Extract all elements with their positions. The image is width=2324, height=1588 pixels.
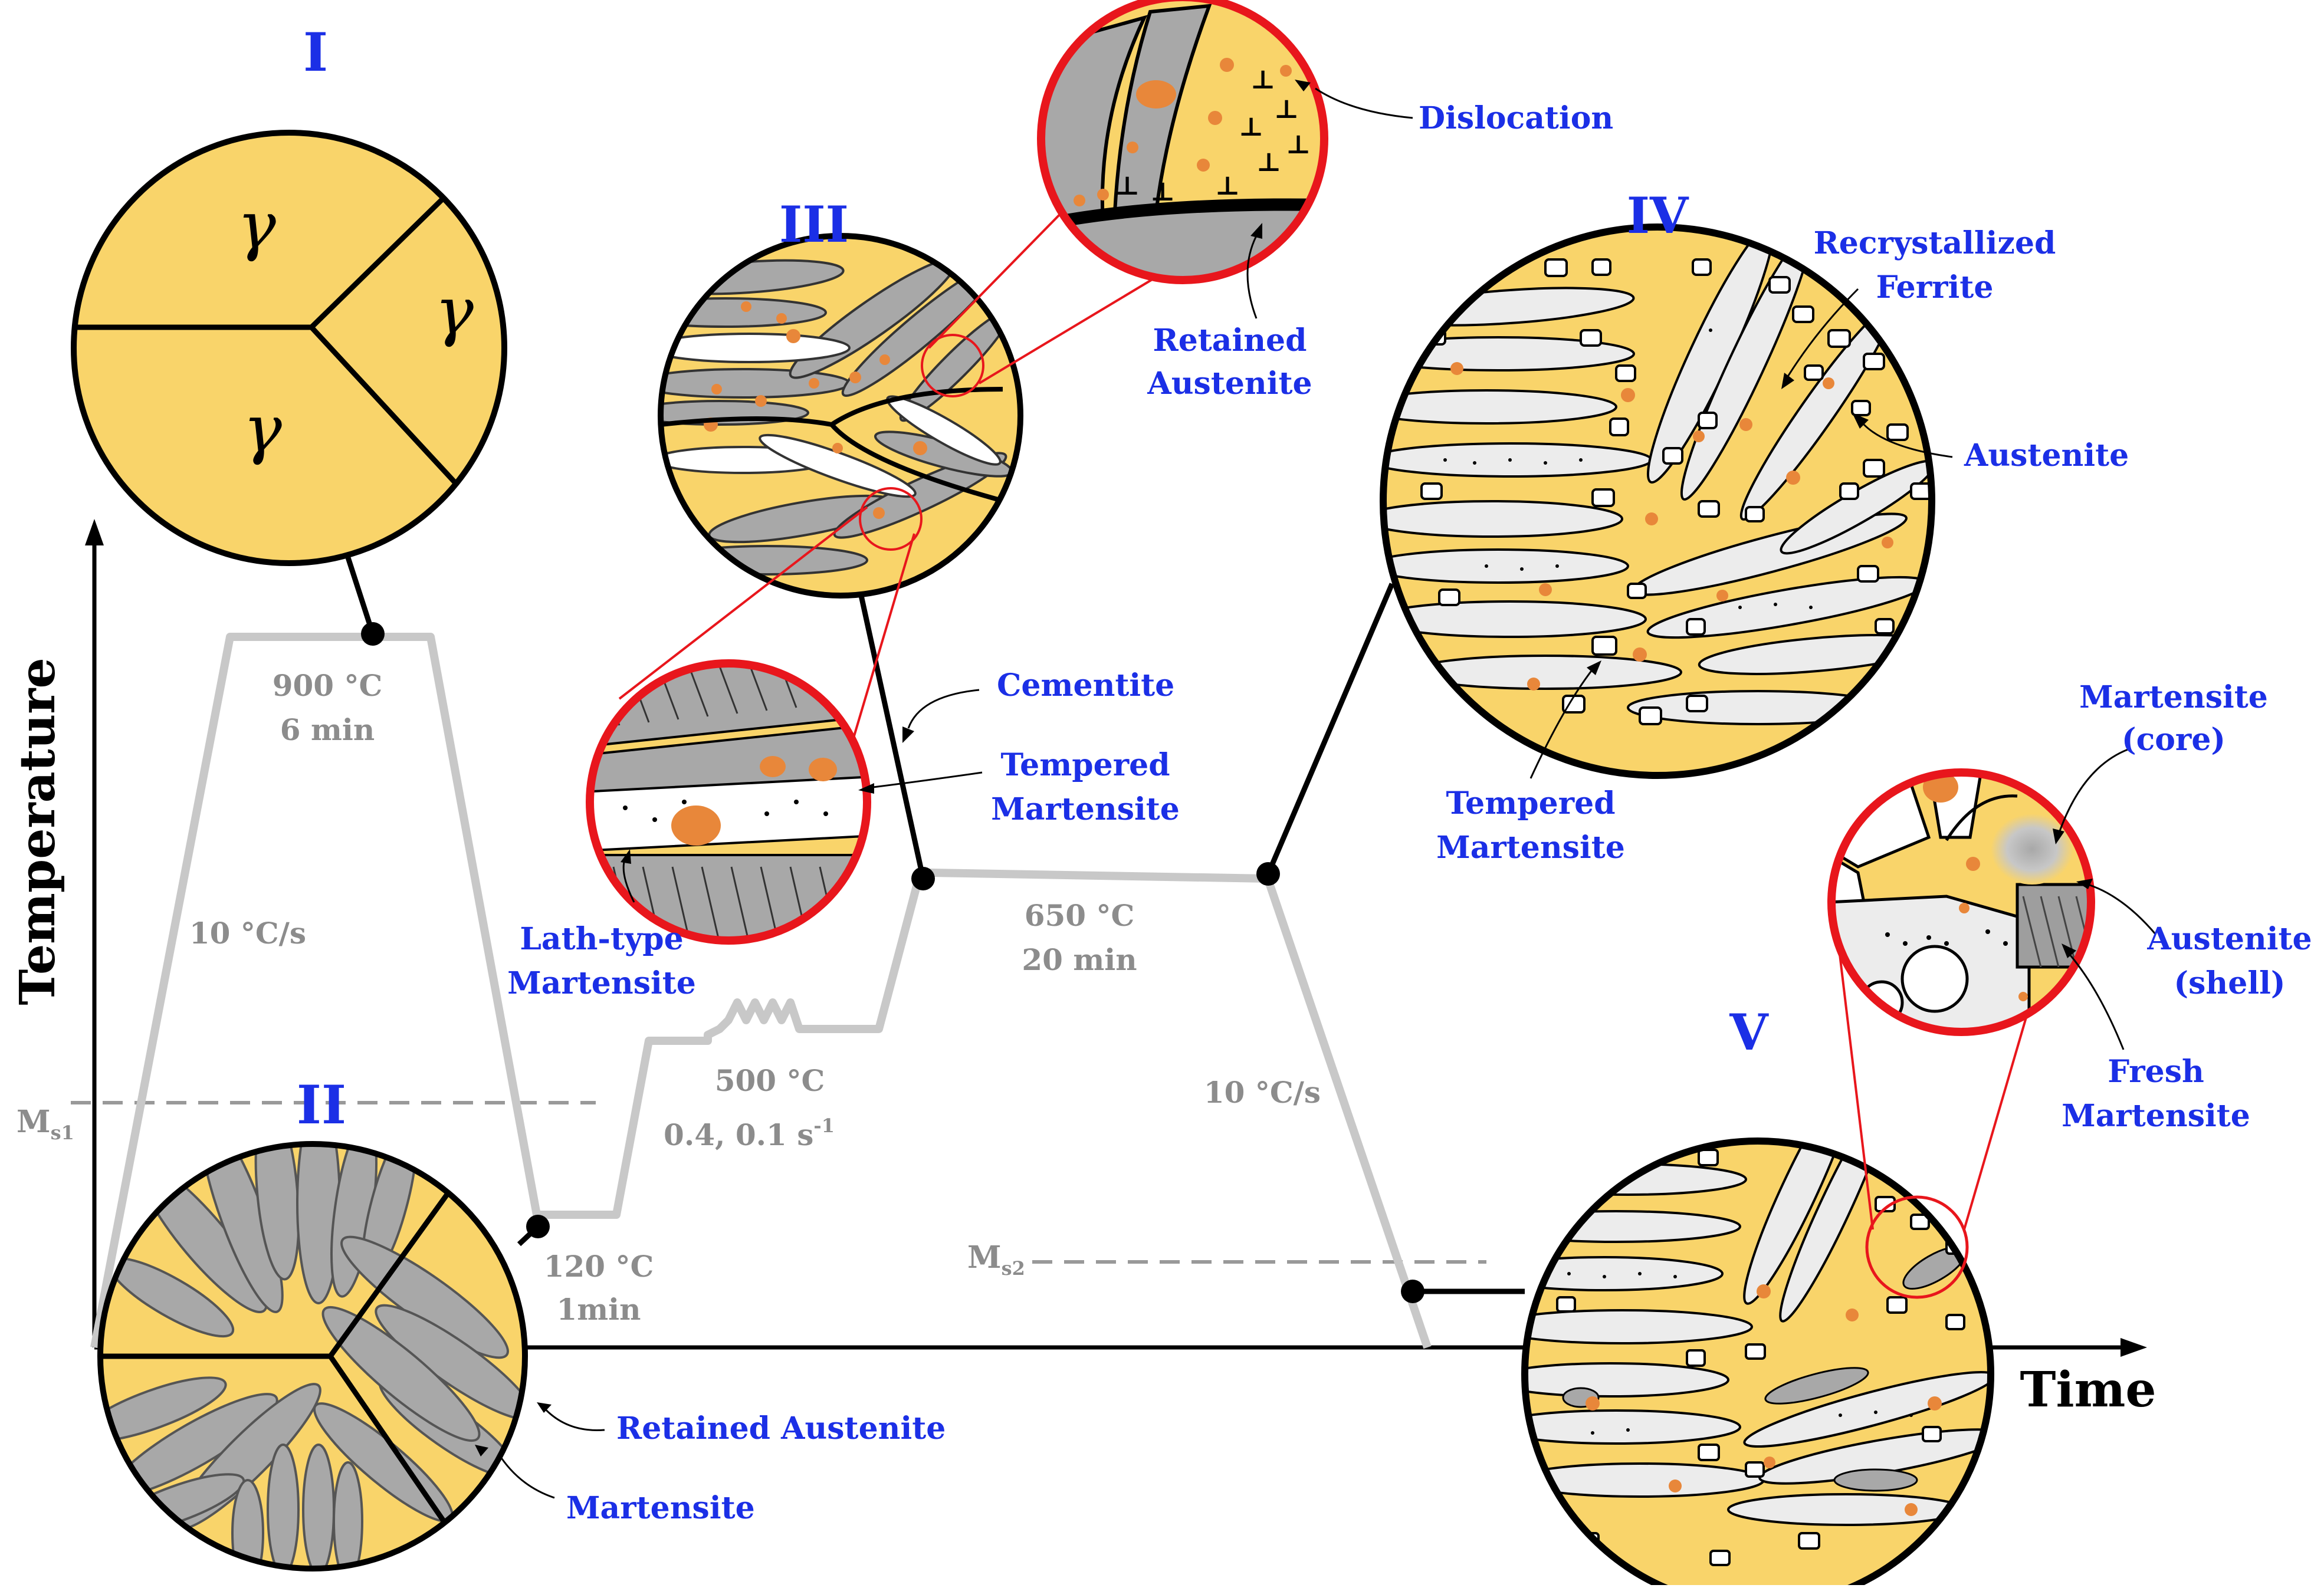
- ms-lines: Ms1 Ms2: [17, 1101, 1486, 1280]
- zoom-lines-III: [618, 188, 1305, 752]
- temper-time: 20 min: [1022, 942, 1137, 977]
- y-axis-label: Temperature: [9, 657, 66, 1005]
- svg-text:⊥: ⊥: [1274, 94, 1299, 124]
- fresh-martensite-line1: Fresh: [2108, 1054, 2204, 1090]
- x-axis-arrow: [2121, 1338, 2147, 1357]
- dislocation-label: Dislocation: [1419, 100, 1613, 136]
- gamma-1: γ: [237, 188, 276, 263]
- point-I: [361, 622, 385, 646]
- stage-I-title: I: [303, 21, 328, 84]
- point-III: [911, 867, 935, 890]
- stage-I-circle: γ γ γ: [71, 130, 507, 566]
- tempered-martensite-line1: Tempered: [1000, 747, 1170, 783]
- stage-V-callouts: Martensite (core) Austenite (shell) Fres…: [2053, 679, 2312, 1134]
- svg-text:⊥: ⊥: [1250, 65, 1275, 95]
- ms2-label: Ms2: [967, 1240, 1025, 1280]
- stage-III-zoom-cementite: [586, 659, 871, 945]
- austenite-shell-line1: Austenite: [2146, 921, 2312, 957]
- tempered-iv-line2: Martensite: [1436, 830, 1625, 866]
- stage-V-title: V: [1729, 1003, 1769, 1061]
- gamma-3: γ: [243, 391, 282, 466]
- tempered-martensite-line2: Martensite: [991, 791, 1180, 827]
- austenite-iv-label: Austenite: [1964, 438, 2129, 474]
- svg-text:⊥: ⊥: [1239, 112, 1263, 142]
- gamma-2: γ: [435, 273, 474, 348]
- stage-III-callouts: Dislocation Retained Austenite Cementite…: [507, 80, 1613, 1001]
- cementite-label: Cementite: [997, 668, 1174, 703]
- stage-IV-callouts: Recrystallized Ferrite Austenite Tempere…: [1436, 225, 2129, 866]
- heating-rate: 10 °C/s: [189, 916, 306, 951]
- stage-V-circle: [1521, 1137, 1994, 1588]
- ms1-label: Ms1: [17, 1104, 74, 1144]
- svg-text:⊥: ⊥: [1115, 171, 1140, 201]
- stage-IV-circle: [1380, 223, 1935, 779]
- tempered-iv-line1: Tempered: [1446, 785, 1615, 821]
- stage-II-title: II: [297, 1074, 346, 1136]
- x-axis-label: Time: [2020, 1362, 2156, 1418]
- quench-time: 1min: [556, 1292, 641, 1327]
- austenitize-time: 6 min: [280, 712, 375, 747]
- retained-austenite-line1: Retained: [1153, 323, 1307, 359]
- recrystallized-line1: Recrystallized: [1814, 225, 2056, 261]
- stage-III-zoom-dislocation: ⊥⊥⊥ ⊥⊥⊥ ⊥⊥: [1037, 0, 1328, 284]
- stage-II-circle: [97, 1141, 528, 1571]
- point-V: [1401, 1280, 1424, 1303]
- lath-type-line1: Lath-type: [520, 921, 683, 957]
- martensite-ii-label: Martensite: [566, 1490, 755, 1526]
- process-labels: 900 °C 6 min 10 °C/s 120 °C 1min 500 °C …: [189, 668, 1321, 1327]
- martensite-core-line2: (core): [2122, 722, 2225, 758]
- stage-V-zoom: [1827, 768, 2095, 1036]
- fresh-martensite-line2: Martensite: [2062, 1098, 2250, 1134]
- lath-type-line2: Martensite: [507, 965, 696, 1001]
- connectors: [342, 547, 1525, 1303]
- cooling-rate: 10 °C/s: [1204, 1075, 1321, 1110]
- y-axis-arrow: [85, 519, 104, 545]
- deform-params: 0.4, 0.1 s-1: [664, 1114, 835, 1152]
- austenite-shell-line2: (shell): [2174, 965, 2286, 1001]
- recrystallized-line2: Ferrite: [1876, 269, 1994, 305]
- stage-IV-title: IV: [1627, 186, 1689, 245]
- svg-text:⊥: ⊥: [1150, 177, 1175, 207]
- martensite-core-line1: Martensite: [2079, 679, 2268, 715]
- point-IV: [1256, 862, 1280, 886]
- austenitize-temp: 900 °C: [273, 668, 383, 703]
- svg-text:⊥: ⊥: [1256, 147, 1281, 177]
- point-II: [526, 1215, 550, 1238]
- quench-temp: 120 °C: [544, 1249, 654, 1284]
- retained-austenite-line2: Austenite: [1147, 366, 1312, 402]
- stage-III-title: III: [779, 195, 849, 254]
- stage-II-callouts: Retained Austenite Martensite: [475, 1402, 946, 1526]
- stage-III-circle: [658, 233, 1023, 599]
- svg-text:⊥: ⊥: [1286, 130, 1311, 160]
- svg-text:⊥: ⊥: [1215, 171, 1240, 201]
- deform-temp: 500 °C: [715, 1063, 825, 1098]
- temper-temp: 650 °C: [1025, 898, 1135, 933]
- retained-austenite-ii-label: Retained Austenite: [616, 1411, 946, 1446]
